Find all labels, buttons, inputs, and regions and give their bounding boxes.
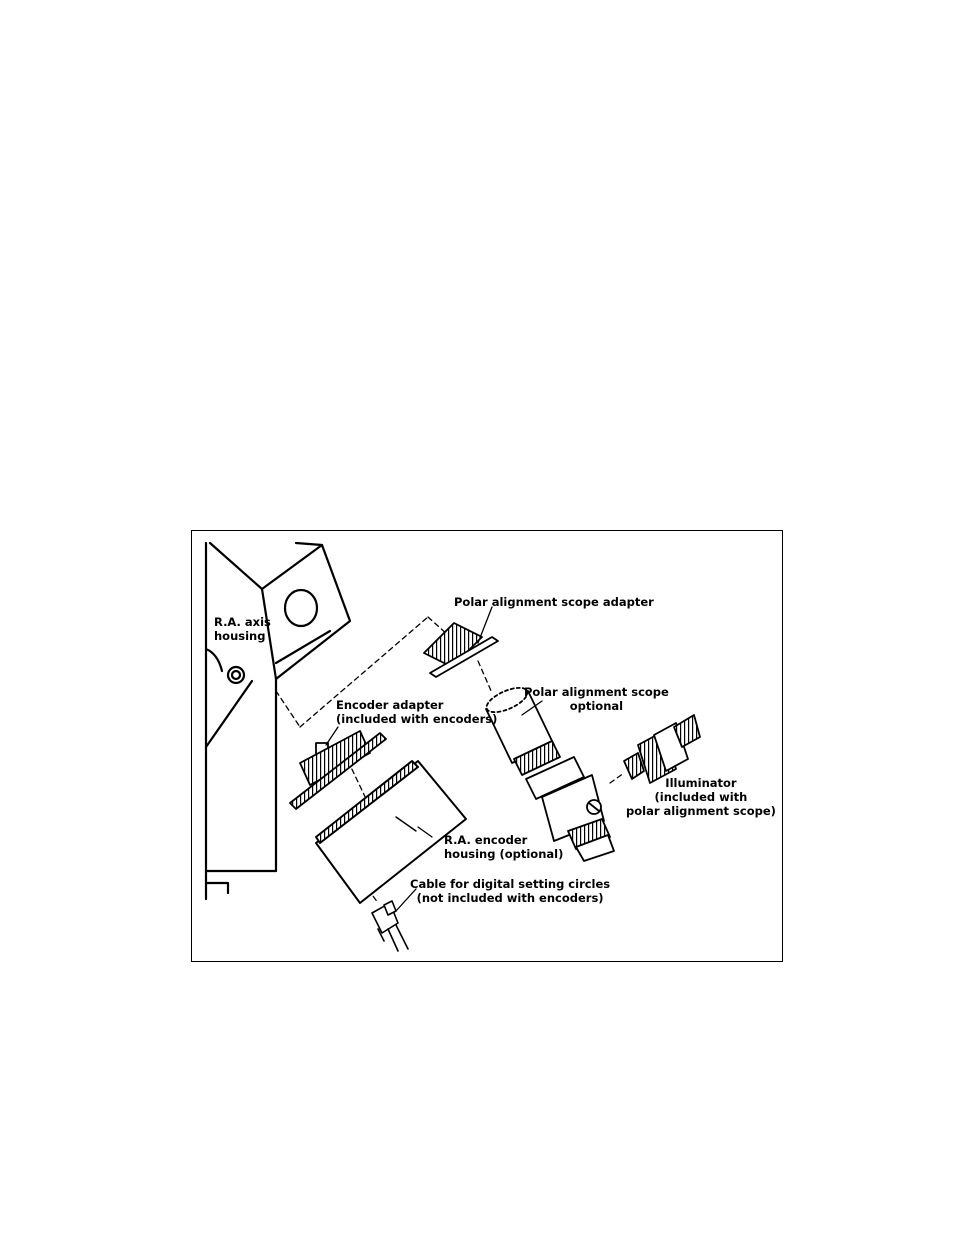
diagram-frame: R.A. axis housing Polar alignment scope … [191, 530, 783, 962]
label-cable: Cable for digital setting circles (not i… [410, 877, 611, 905]
cable-drawing [371, 900, 409, 952]
ra-encoder-housing-drawing [315, 760, 467, 904]
exploded-assembly-drawing [204, 541, 701, 952]
label-polar-scope-adapter: Polar alignment scope adapter [454, 595, 654, 609]
ra-axis-housing-drawing [204, 541, 352, 901]
polar-scope-adapter-drawing [423, 622, 499, 678]
encoder-adapter-drawing [289, 730, 387, 810]
label-illuminator: Illuminator (included with polar alignme… [626, 776, 776, 818]
leader-lines [325, 606, 543, 912]
illuminator-drawing [623, 714, 701, 784]
label-ra-axis-housing: R.A. axis housing [214, 615, 271, 643]
label-ra-encoder-housing: R.A. encoder housing (optional) [444, 833, 564, 861]
label-polar-scope: Polar alignment scope optional [524, 685, 669, 713]
polar-scope-drawing [485, 686, 615, 862]
label-encoder-adapter: Encoder adapter (included with encoders) [336, 698, 498, 726]
